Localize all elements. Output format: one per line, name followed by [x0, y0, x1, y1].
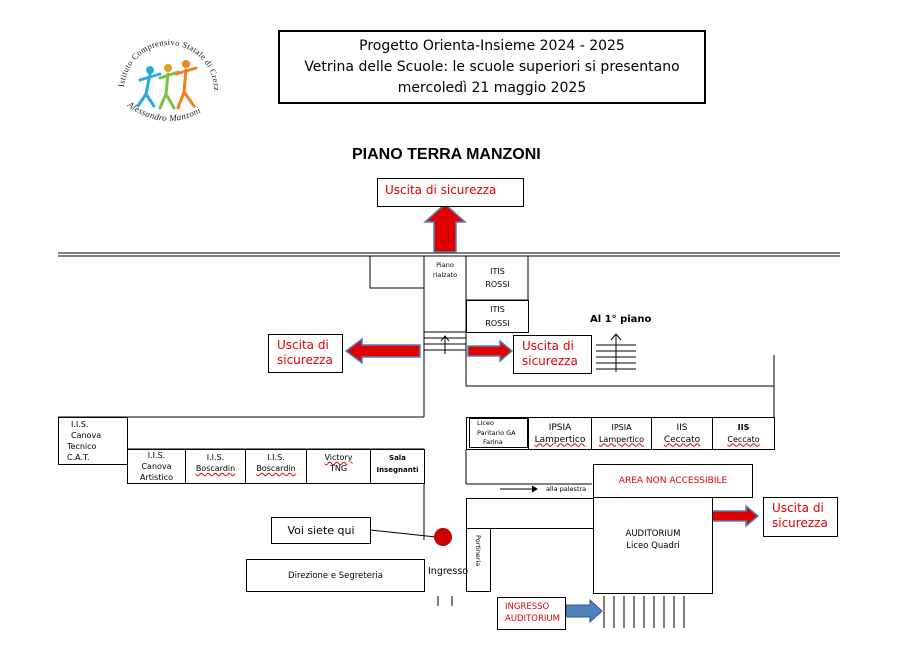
exit-arrow-up [423, 202, 467, 253]
you-are-here-dot [434, 528, 452, 546]
room-itis-rossi-2: ITIS ROSSI [466, 300, 529, 333]
room-direzione-segreteria: Direzione e Segreteria [246, 559, 425, 592]
room-auditorium: AUDITORIUM Liceo Quadri [593, 497, 713, 594]
header-line-3: mercoledì 21 maggio 2025 [397, 79, 587, 96]
header-line-1: Progetto Orienta-Insieme 2024 - 2025 [359, 37, 625, 54]
corridor-block [466, 498, 594, 529]
first-floor-label: Al 1° piano [590, 314, 652, 325]
room-boscardin-1: I.I.S. Boscardin [185, 449, 246, 484]
header-box: Progetto Orienta-Insieme 2024 - 2025 Vet… [278, 30, 706, 104]
room-boscardin-2: I.I.S. Boscardin [245, 449, 307, 484]
exit-arrow-left [344, 337, 421, 365]
header-line-2: Vetrina delle Scuole: le scuole superior… [304, 58, 680, 75]
room-iis-ceccato-1: IIS Ceccato [651, 417, 713, 450]
room-ipsia-2: IPSIA Lampertico [591, 417, 652, 450]
room-victory-tng: Victory TNG [306, 449, 371, 484]
room-itis-rossi-1: ITIS ROSSI [485, 267, 510, 289]
exit-arrow-right-mid [467, 339, 514, 363]
area-non-accessibile: AREA NON ACCESSIBILE [593, 464, 753, 498]
room-sala-insegnanti: Sala Insegnanti [370, 449, 425, 484]
exit-mid-label: Uscita di sicurezza [513, 335, 592, 374]
palestra-label: alla palestra [546, 485, 587, 493]
room-canova-artistico: I.I.S. Canova Artistico [127, 449, 186, 484]
room-ipsia-1: IPSIA Lampertico [528, 417, 592, 450]
piano-rialzato-label: Piano rialzato [432, 261, 458, 279]
room-portineria: Portineria [466, 528, 491, 592]
exit-left-label: Uscita di sicurezza [268, 334, 343, 373]
auditorium-entrance-arrow [565, 598, 603, 624]
room-canova-cat: I.I.S. Canova Tecnico C.A.T. [58, 417, 128, 465]
exit-arrow-right [711, 504, 760, 528]
school-logo: Istituto Comprensivo Statale di Crezzo A… [106, 20, 230, 132]
ingresso-label: Ingresso [428, 566, 469, 577]
room-iis-ceccato-2: IIS Ceccato [712, 417, 775, 450]
map-title: PIANO TERRA MANZONI [352, 146, 541, 163]
ingresso-auditorium-label: INGRESSO AUDITORIUM [497, 597, 566, 630]
voi-siete-qui-label: Voi siete qui [271, 517, 371, 544]
room-liceo-farina: Liceo Paritario GA Farina [469, 418, 528, 448]
exit-top-label: Uscita di sicurezza [377, 178, 524, 207]
exit-right-label: Uscita di sicurezza [763, 497, 838, 537]
